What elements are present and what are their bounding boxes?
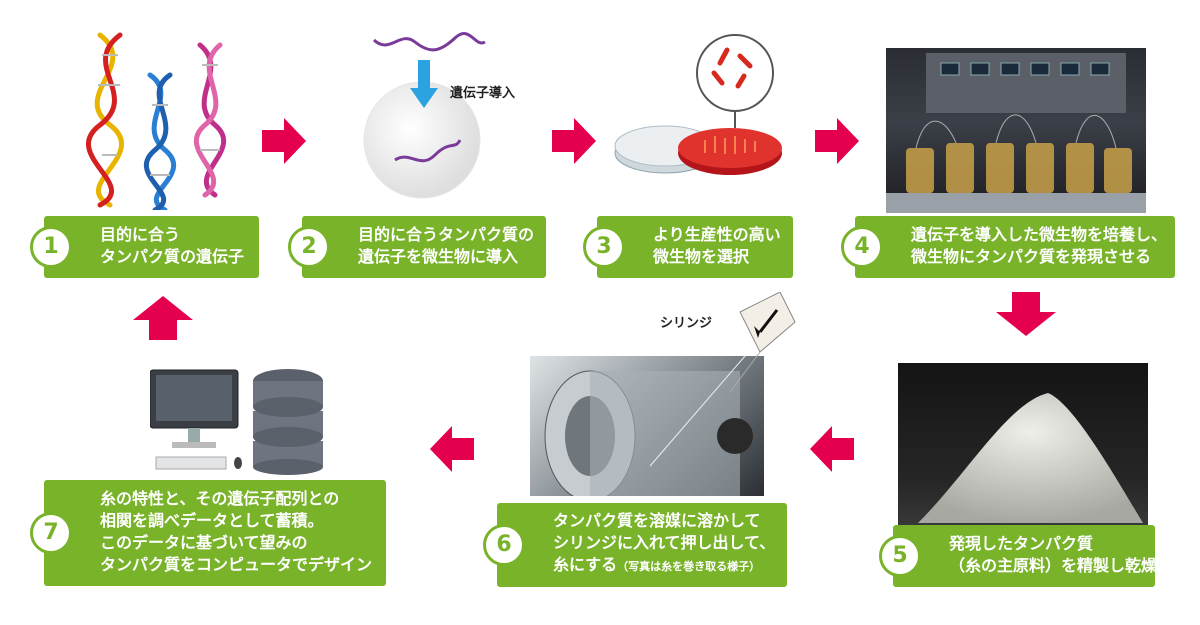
step-4-number: 4: [841, 226, 883, 268]
step-7-line-2: 相関を調べデータとして蓄積。: [100, 511, 324, 530]
arrow-right-2: [552, 118, 596, 164]
spinning-machine-photo: [530, 356, 764, 496]
step-5-number: 5: [879, 535, 921, 577]
protein-powder-photo: [898, 363, 1148, 531]
step-4-line-2: 微生物にタンパク質を発現させる: [911, 247, 1152, 266]
step-1-box: 1 目的に合う タンパク質の遺伝子: [30, 216, 259, 278]
step-7-line-3: このデータに基づいて望みの: [100, 533, 308, 552]
arrow-left-1: [810, 426, 854, 472]
step-1-number: 1: [30, 226, 72, 268]
petri-dish-icon: [614, 34, 782, 175]
arrow-up: [133, 296, 193, 340]
step-3-number: 3: [583, 226, 625, 268]
arrow-right-1: [262, 118, 306, 164]
step-6-line-3: 糸にする: [553, 555, 618, 574]
step-7-line-4: タンパク質をコンピュータでデザイン: [100, 555, 373, 574]
step-2-line-2: 遺伝子を微生物に導入: [358, 247, 519, 266]
syringe-label: シリンジ: [660, 316, 713, 331]
step-2-line-1: 目的に合うタンパク質の: [358, 225, 535, 244]
step-5-line-1: 発現したタンパク質: [949, 534, 1094, 553]
gene-intro-label: 遺伝子導入: [450, 86, 516, 101]
step-7-box: 7 糸の特性と、その遺伝子配列との 相関を調べデータとして蓄積。 このデータに基…: [30, 480, 386, 586]
step-2-box: 2 目的に合うタンパク質の 遺伝子を微生物に導入: [288, 216, 546, 278]
step-3-line-1: より生産性の高い: [653, 225, 781, 244]
step-6-line-2: シリンジに入れて押し出して、: [553, 533, 776, 552]
arrow-left-2: [430, 426, 474, 472]
dna-helix-icon: [85, 32, 226, 210]
syringe-icon: [729, 292, 796, 392]
step-2-number: 2: [288, 226, 330, 268]
step-3-box: 3 より生産性の高い 微生物を選択: [583, 216, 793, 278]
step-6-line-1: タンパク質を溶媒に溶かして: [553, 511, 761, 530]
step-5-line-2: （糸の主原料）を精製し乾燥: [949, 556, 1158, 575]
gene-insertion-icon: 遺伝子導入: [360, 30, 530, 200]
computer-database-icon: [150, 369, 323, 475]
step-4-line-1: 遺伝子を導入した微生物を培養し、: [911, 225, 1168, 244]
bioreactor-photo: [886, 48, 1146, 213]
step-6-number: 6: [483, 524, 525, 566]
step-4-box: 4 遺伝子を導入した微生物を培養し、 微生物にタンパク質を発現させる: [841, 216, 1175, 278]
step-5-box: 5 発現したタンパク質 （糸の主原料）を精製し乾燥: [879, 525, 1158, 587]
step-7-number: 7: [30, 512, 72, 554]
step-6-box: 6 タンパク質を溶媒に溶かして シリンジに入れて押し出して、 糸にする（写真は糸…: [483, 503, 787, 587]
arrow-down: [996, 292, 1056, 336]
step-6-note: （写真は糸を巻き取る様子）: [617, 560, 761, 573]
step-3-line-2: 微生物を選択: [653, 247, 750, 266]
step-1-line-1: 目的に合う: [100, 225, 181, 244]
step-1-line-2: タンパク質の遺伝子: [100, 247, 245, 266]
arrow-right-3: [815, 118, 859, 164]
step-7-line-1: 糸の特性と、その遺伝子配列との: [100, 489, 340, 508]
